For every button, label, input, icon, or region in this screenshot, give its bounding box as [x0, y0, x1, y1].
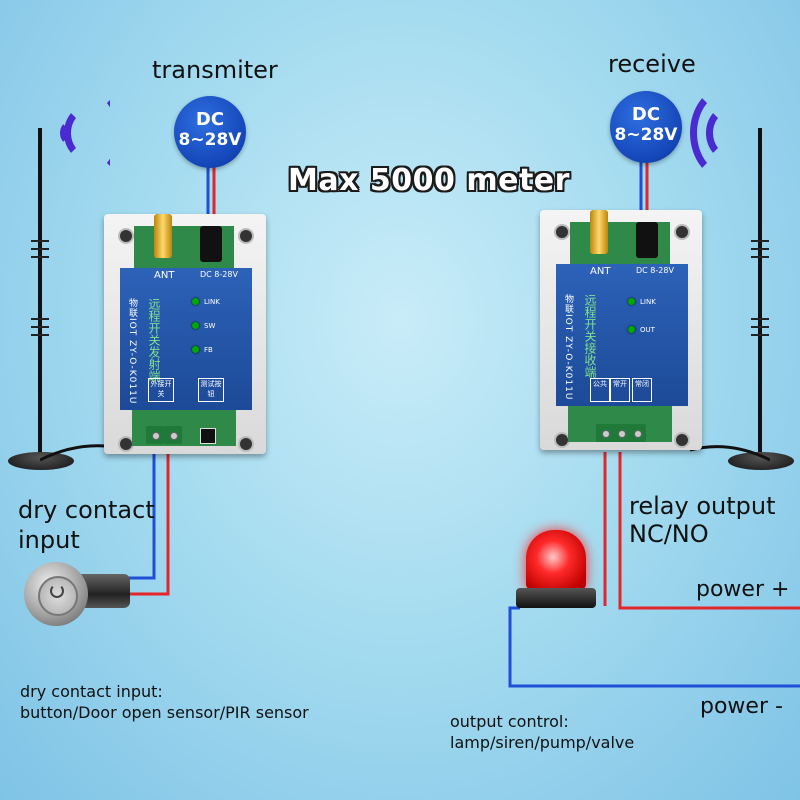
tx-dc-jack-icon — [200, 226, 222, 262]
rx-dc-badge: DC 8~28V — [610, 91, 682, 163]
push-button-switch-icon — [24, 562, 134, 628]
rx-led-link-label: LINK — [640, 298, 656, 306]
rx-dc-text: DC — [631, 104, 661, 125]
rx-dc-jack-icon — [636, 222, 658, 258]
tx-ant-text: ANT — [154, 270, 175, 281]
input-label: input — [18, 526, 80, 554]
rx-dc-voltage: 8~28V — [614, 125, 678, 145]
tx-name-text: 远程开关发射端 — [147, 298, 161, 382]
nc-no-label: NC/NO — [629, 520, 709, 548]
rx-led-out-label: OUT — [640, 326, 655, 334]
receiver-label: receive — [608, 50, 696, 78]
tx-test-push-button[interactable] — [200, 428, 216, 444]
tx-input-wire-blue — [128, 452, 156, 580]
warning-lamp-icon — [516, 528, 596, 618]
tx-led-fb-label: FB — [204, 346, 213, 354]
rx-power-minus-wire — [508, 606, 800, 688]
tx-input-wire-red — [128, 452, 170, 596]
rx-output-wire-red-power — [618, 452, 800, 610]
tx-led-sw-label: SW — [204, 322, 216, 330]
tx-dc-voltage: 8~28V — [178, 130, 242, 150]
dry-contact-label: dry contact — [18, 496, 155, 524]
tx-led-link-label: LINK — [204, 298, 220, 306]
tx-sma-connector-icon — [154, 214, 172, 258]
transmitter-module: ANT DC 8-28V 物联IOT ZY-O-K011U 远程开关发射端 LI… — [104, 214, 266, 454]
rx-brand-text: 物联IOT ZY-O-K011U — [563, 294, 573, 401]
tx-box-test-button: 测试按钮 — [198, 378, 224, 402]
rx-sma-connector-icon — [590, 210, 608, 254]
rx-signal-waves-icon — [690, 86, 750, 176]
tx-led-sw — [192, 322, 199, 329]
power-plus-label: power + — [696, 577, 790, 602]
rx-led-link — [628, 298, 635, 305]
receiver-module: ANT DC 8-28V 物联IOT ZY-O-K011U 远程开关接收端 LI… — [540, 210, 702, 450]
rx-note-items: lamp/siren/pump/valve — [450, 733, 635, 752]
transmitter-label: transmiter — [152, 56, 278, 84]
tx-note-items: button/Door open sensor/PIR sensor — [20, 703, 309, 722]
rx-led-out — [628, 326, 635, 333]
rx-name-text: 远程开关接收端 — [583, 294, 597, 378]
rx-box-normally-closed: 常闭 — [632, 378, 652, 402]
tx-led-fb — [192, 346, 199, 353]
rx-module-dc-text: DC 8-28V — [636, 266, 674, 275]
tx-dc-text: DC — [195, 109, 225, 130]
tx-led-link — [192, 298, 199, 305]
tx-module-label: ANT DC 8-28V 物联IOT ZY-O-K011U 远程开关发射端 LI… — [120, 268, 252, 410]
rx-module-label: ANT DC 8-28V 物联IOT ZY-O-K011U 远程开关接收端 LI… — [556, 264, 688, 406]
tx-note-title: dry contact input: — [20, 682, 163, 701]
tx-box-external-switch: 外接开关 — [148, 378, 174, 402]
rx-note-title: output control: — [450, 712, 569, 731]
max-distance-title: Max 5000 meter — [288, 163, 570, 198]
rx-box-normally-open: 常开 — [610, 378, 630, 402]
tx-dc-badge: DC 8~28V — [174, 96, 246, 168]
tx-module-dc-text: DC 8-28V — [200, 270, 238, 279]
relay-output-label: relay output — [629, 492, 776, 520]
rx-ant-text: ANT — [590, 266, 611, 277]
rx-box-common: 公共 — [590, 378, 610, 402]
power-minus-label: power - — [700, 694, 783, 719]
tx-signal-waves-icon — [50, 86, 110, 176]
tx-brand-text: 物联IOT ZY-O-K011U — [127, 298, 137, 405]
